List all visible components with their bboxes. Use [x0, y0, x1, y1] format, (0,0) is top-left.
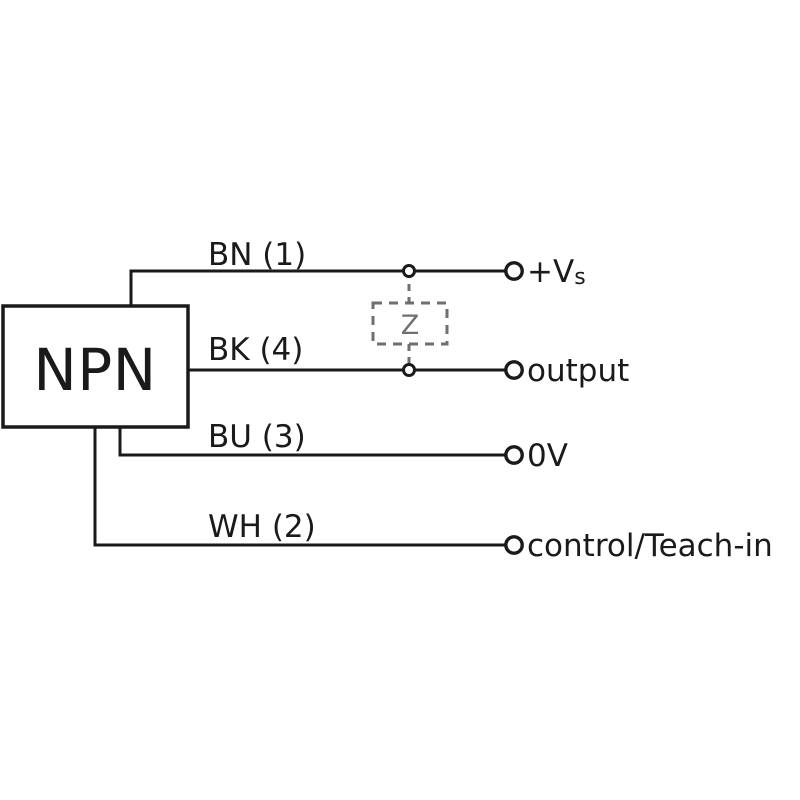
- terminal-label-vs: +Vs: [527, 254, 586, 290]
- wire-label-bu: BU (3): [208, 419, 306, 455]
- load-impedance-label: Z: [401, 310, 420, 341]
- wire-label-wh: WH (2): [208, 509, 316, 545]
- terminal-label-output: output: [527, 353, 629, 389]
- junction-dot-vs: [402, 264, 416, 278]
- terminal-label-0v: 0V: [527, 438, 568, 474]
- terminal-circle-control[interactable]: [504, 535, 524, 555]
- wire-bn-path: [129, 269, 506, 306]
- junction-dot-output: [402, 363, 416, 377]
- wire-label-bk: BK (4): [208, 332, 303, 368]
- terminal-label-control: control/Teach-in: [527, 528, 773, 564]
- terminal-label-vs-base: +V: [527, 254, 574, 290]
- npn-device-box: [1, 304, 190, 429]
- terminal-circle-output[interactable]: [504, 360, 524, 380]
- terminal-circle-0v[interactable]: [504, 445, 524, 465]
- terminal-circle-vs[interactable]: [504, 261, 524, 281]
- load-impedance-box: [371, 301, 449, 346]
- wire-bu-path: [118, 427, 506, 457]
- wire-label-bn: BN (1): [208, 237, 306, 273]
- npn-device-label: NPN: [33, 336, 156, 404]
- terminal-label-vs-subscript: s: [574, 265, 585, 290]
- wire-wh-path: [93, 427, 506, 547]
